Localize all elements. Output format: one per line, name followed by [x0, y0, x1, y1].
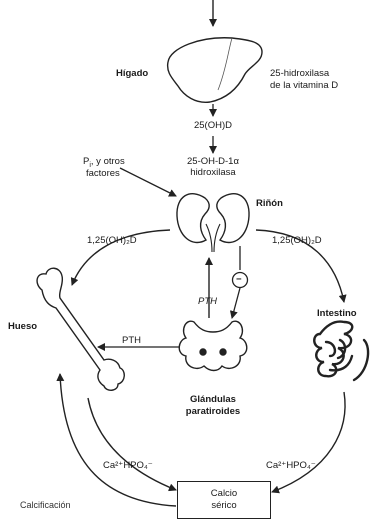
higado-label: Hígado	[116, 68, 148, 79]
ca-left-label: Ca²⁺HPO₄⁻	[103, 460, 153, 471]
parathyroid-glands-icon	[179, 321, 247, 370]
bone-icon	[37, 268, 124, 390]
intestine-icon	[314, 322, 368, 380]
inhibition-arrow	[232, 288, 240, 318]
oh2d-right-label: 1,25(OH)₂D	[272, 235, 322, 246]
glandulas-label-line1: Glándulas	[163, 394, 263, 405]
left-kidney-icon	[177, 194, 209, 243]
rinon-label: Riñón	[256, 198, 283, 209]
right-kidney-icon	[217, 194, 249, 243]
hidroxilasa-label-line1: 25-hidroxilasa	[270, 68, 329, 79]
minus-sign: −	[236, 274, 242, 285]
hidroxilasa-label-line2: de la vitamina D	[270, 80, 338, 91]
calcio-label-line1: Calcio	[178, 488, 270, 499]
glandulas-label-line2: paratiroides	[163, 406, 263, 417]
pi-label-line2: factores	[86, 168, 120, 179]
calcification-arrow	[60, 374, 176, 506]
intestino-label: Intestino	[317, 308, 357, 319]
intestine-to-calcio-arrow	[272, 392, 345, 492]
pth-left-label: PTH	[122, 335, 141, 346]
ureters	[206, 224, 220, 252]
liver-icon	[168, 38, 262, 103]
alfa-hidroxilasa-label-line2: hidroxilasa	[163, 167, 263, 178]
oh-d-label: 25(OH)D	[173, 120, 253, 131]
calcificacion-label: Calcificación	[20, 500, 71, 511]
pi-rest: , y otros	[91, 156, 125, 167]
pth-center-label: PTH	[198, 296, 217, 307]
hueso-label: Hueso	[8, 321, 37, 332]
calcio-label-line2: sérico	[178, 500, 270, 511]
alfa-hidroxilasa-label-line1: 25-OH-D-1α	[163, 156, 263, 167]
calcio-serico-box: Calcio sérico	[177, 481, 271, 519]
oh2d-left-label: 1,25(OH)₂D	[87, 235, 137, 246]
ca-right-label: Ca²⁺HPO₄⁻	[266, 460, 316, 471]
